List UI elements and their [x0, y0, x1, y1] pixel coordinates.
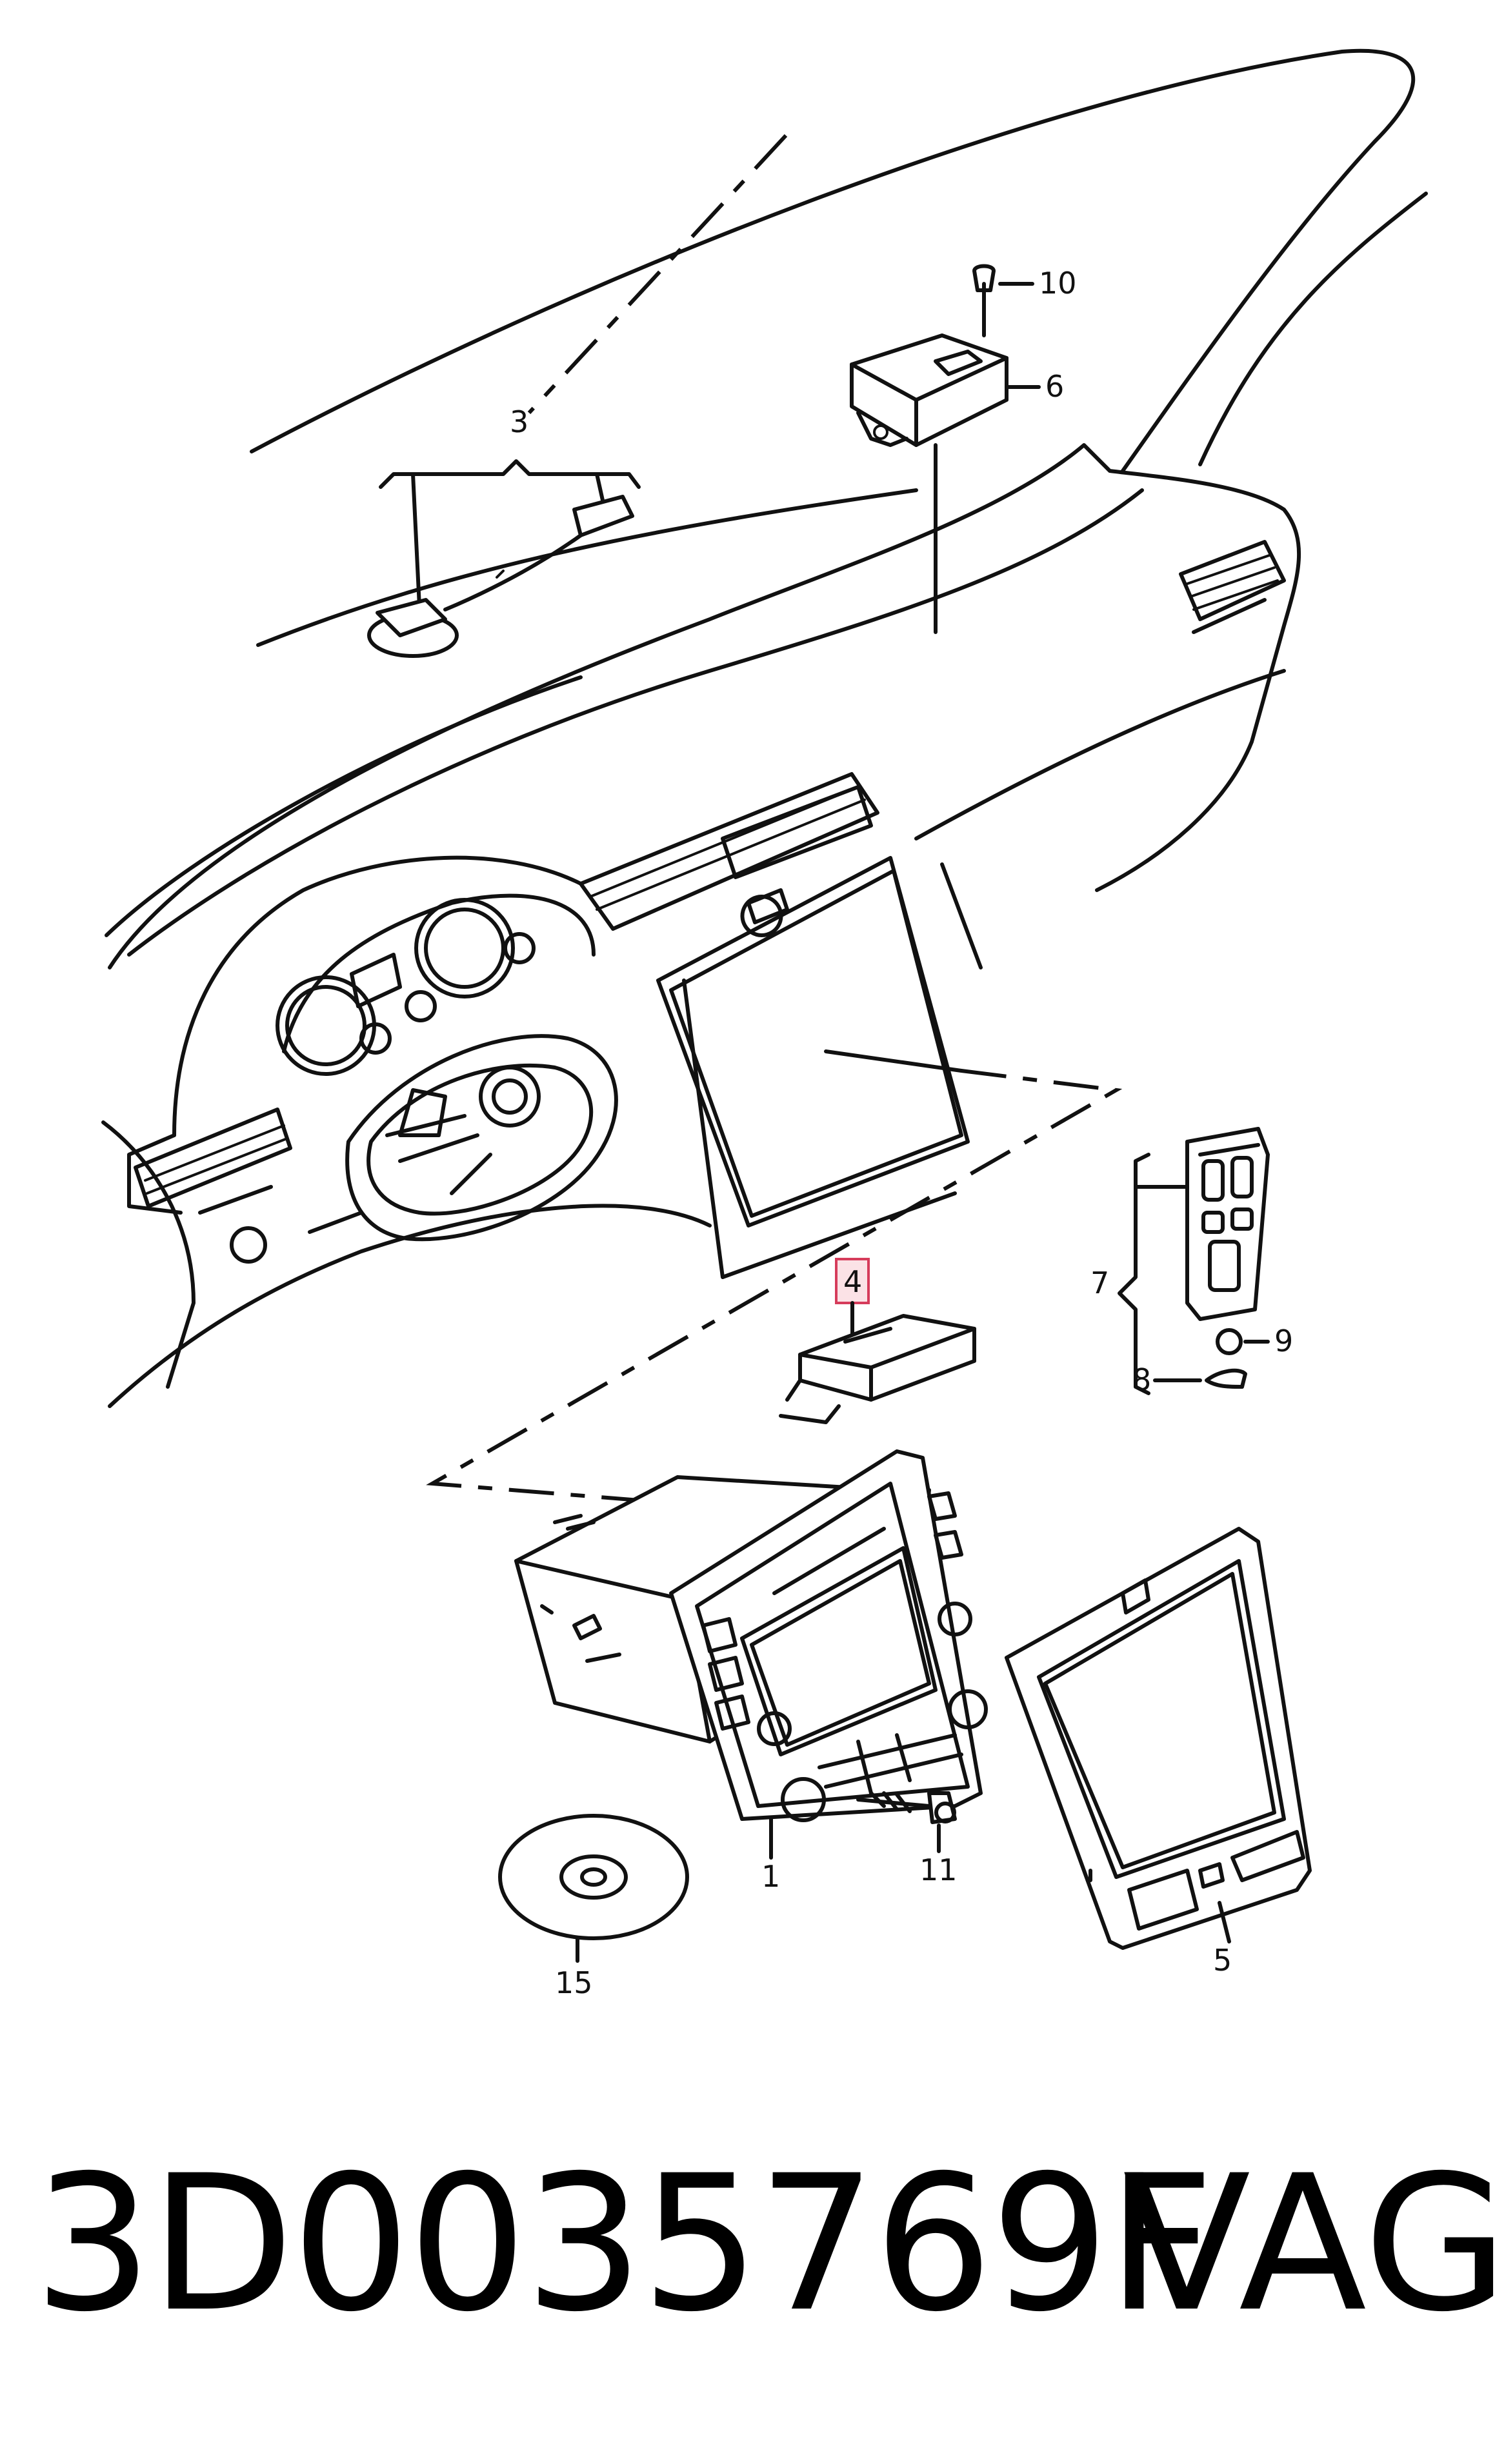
antenna-leader-dashed: [527, 134, 788, 415]
radio-unit-part-1: [514, 1449, 988, 1860]
part-number: 3D0035769F: [34, 2136, 1214, 2353]
callout-4: 4: [843, 1264, 862, 1299]
callout-6: 6: [1045, 369, 1064, 404]
callout-5: 5: [1213, 1943, 1232, 1978]
callout-7: 7: [1090, 1266, 1109, 1300]
brand-label: VAG: [1123, 2136, 1495, 2353]
antenna-part-3: [367, 459, 641, 658]
screw-part-11: [856, 1791, 957, 1853]
windshield-outline: [250, 48, 1428, 647]
callout-8: 8: [1132, 1362, 1151, 1397]
callout-10: 10: [1039, 266, 1077, 301]
bezel-part-5: [1005, 1527, 1312, 1950]
callout-9: 9: [1274, 1324, 1293, 1358]
callout-11: 11: [919, 1853, 958, 1887]
callout-15: 15: [555, 1965, 593, 2000]
callout-3: 3: [510, 404, 528, 439]
radio-mount-dashed-outline: [426, 1069, 1123, 1505]
remote-parts-7-8-9: [1118, 1127, 1270, 1395]
control-module-part-6: [850, 264, 1041, 634]
dashboard-drawing: [101, 443, 1301, 1408]
callout-1: 1: [761, 1859, 780, 1894]
disc-part-15: [498, 1814, 689, 1963]
module-part-4: [779, 1258, 976, 1424]
